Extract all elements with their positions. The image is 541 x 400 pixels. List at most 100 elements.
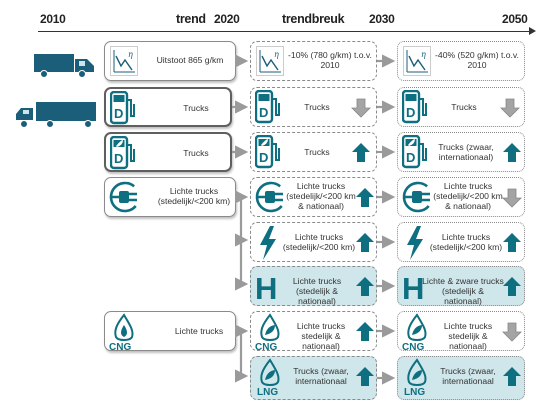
trend-up-arrow-icon	[503, 143, 521, 162]
diesel-pump-icon: D	[110, 91, 135, 125]
hydrogen-box-2030: H Lichte trucks (stedelijk & nationaal)	[250, 266, 377, 306]
biodiesel-box-2050: D Trucks (zwaar, internationaal)	[397, 132, 525, 172]
year-2010: 2010	[40, 12, 66, 26]
trend-down-arrow-icon	[351, 98, 371, 118]
cng-2050-label: Lichte trucks stedelijk & nationaal)	[443, 321, 493, 351]
hydrogen-2050-label: Lichte & zware trucks (stedelijk & natio…	[422, 276, 504, 306]
cng-2010-label: Lichte trucks	[174, 326, 224, 336]
cng-flame-icon: CNG	[109, 313, 134, 351]
small-truck-icon	[34, 54, 94, 78]
cng-leaf-flame-icon: CNG	[402, 313, 427, 351]
emission-chart-icon: η	[256, 46, 284, 76]
electric-2010-label: Lichte trucks (stedelijk/<200 km)	[157, 186, 231, 206]
biodiesel-box-2030: D Trucks	[250, 132, 377, 172]
timeline-arrow	[38, 27, 536, 35]
biodiesel-2010-label: Trucks	[183, 148, 209, 158]
trend-up-arrow-icon	[503, 277, 521, 296]
svg-text:D: D	[259, 105, 268, 120]
diesel-2010-label: Trucks	[183, 103, 209, 113]
svg-text:LNG: LNG	[404, 387, 425, 396]
lng-box-2050: LNG Trucks (zwaar, internationaal	[397, 356, 525, 400]
lng-2030-label: Trucks (zwaar, internationaal	[293, 366, 349, 386]
diesel-box-2030: D Trucks	[250, 87, 377, 127]
svg-text:CNG: CNG	[109, 342, 131, 351]
electric-2030-label: Lichte trucks (stedelijk/<200 km & natio…	[286, 181, 356, 211]
svg-text:η: η	[274, 50, 279, 59]
lightning-icon	[407, 226, 423, 260]
electric-2050-label: Lichte trucks (stedelijk/<200 km & natio…	[433, 181, 503, 211]
trend-up-arrow-icon	[356, 277, 374, 296]
trend-up-arrow-icon	[352, 143, 370, 162]
trend-down-arrow-icon	[500, 98, 520, 118]
electric-box-2030: Lichte trucks (stedelijk/<200 km & natio…	[250, 177, 377, 217]
electric-plug-icon	[255, 181, 287, 213]
electric-plug-icon	[402, 181, 434, 213]
svg-text:D: D	[114, 151, 123, 166]
svg-text:H: H	[255, 271, 277, 304]
biodiesel-2030-label: Trucks	[304, 147, 330, 157]
emission-2030-label: -10% (780 g/km) t.o.v. 2010	[288, 50, 372, 70]
electric-box-2010: Lichte trucks (stedelijk/<200 km)	[104, 177, 236, 217]
trend-up-arrow-icon	[356, 367, 374, 386]
hydrogen-2030-label: Lichte trucks (stedelijk & nationaal)	[292, 276, 342, 306]
diesel-2030-label: Trucks	[304, 102, 330, 112]
lng-2050-label: Trucks (zwaar, internationaal	[440, 366, 496, 386]
svg-text:η: η	[128, 50, 133, 59]
emission-2050-label: -40% (520 g/km) t.o.v. 2010	[435, 50, 519, 70]
trend-up-arrow-icon	[356, 233, 374, 252]
svg-text:LNG: LNG	[257, 387, 278, 396]
emission-2010-label: Uitstoot 865 g/km	[156, 55, 224, 65]
biodiesel-pump-icon: D	[110, 136, 135, 170]
emission-box-2010: η Uitstoot 865 g/km	[104, 41, 236, 81]
biodiesel-pump-icon: D	[402, 135, 427, 169]
battery-box-2030: Lichte trucks (stedelijk/<200 km)	[250, 222, 377, 262]
emission-box-2030: η -10% (780 g/km) t.o.v. 2010	[250, 41, 377, 81]
hydrogen-icon: H	[402, 271, 424, 304]
year-2050: 2050	[502, 12, 528, 26]
svg-text:η: η	[421, 50, 426, 59]
year-2020: 2020	[214, 12, 240, 26]
trend-up-arrow-icon	[503, 233, 521, 252]
cng-box-2030: CNG Lichte trucks stedelijk & nationaal)	[250, 311, 377, 351]
trend-up-arrow-icon	[356, 322, 374, 341]
emission-box-2050: η -40% (520 g/km) t.o.v. 2010	[397, 41, 525, 81]
svg-text:D: D	[406, 150, 415, 165]
cng-2030-label: Lichte trucks stedelijk & nationaal)	[296, 321, 346, 351]
battery-box-2050: Lichte trucks (stedelijk/<200 km)	[397, 222, 525, 262]
diesel-2050-label: Trucks	[451, 102, 477, 112]
battery-2030-label: Lichte trucks (stedelijk/<200 km)	[282, 232, 356, 252]
lng-leaf-flame-icon: LNG	[257, 358, 280, 396]
year-2030: 2030	[369, 12, 395, 26]
large-truck-icon	[16, 102, 96, 128]
svg-text:D: D	[259, 150, 268, 165]
emission-chart-icon: η	[110, 46, 138, 76]
diesel-box-2010: D Trucks	[104, 87, 232, 127]
lng-leaf-flame-icon: LNG	[404, 358, 427, 396]
electric-box-2050: Lichte trucks (stedelijk/<200 km & natio…	[397, 177, 525, 217]
battery-2050-label: Lichte trucks (stedelijk/<200 km)	[429, 232, 503, 252]
hydrogen-box-2050: H Lichte & zware trucks (stedelijk & nat…	[397, 266, 525, 306]
trend-down-arrow-icon	[502, 322, 522, 342]
cng-box-2050: CNG Lichte trucks stedelijk & nationaal)	[397, 311, 525, 351]
hydrogen-icon: H	[255, 271, 277, 304]
diesel-pump-icon: D	[402, 90, 427, 124]
emission-chart-icon: η	[403, 46, 431, 76]
trend-up-arrow-icon	[356, 188, 374, 207]
label-trendbreuk: trendbreuk	[282, 12, 345, 26]
diesel-pump-icon: D	[255, 90, 280, 124]
lng-box-2030: LNG Trucks (zwaar, internationaal	[250, 356, 377, 400]
svg-text:CNG: CNG	[402, 342, 424, 351]
diesel-box-2050: D Trucks	[397, 87, 525, 127]
svg-text:D: D	[406, 105, 415, 120]
svg-text:D: D	[114, 106, 123, 121]
biodiesel-pump-icon: D	[255, 135, 280, 169]
trend-up-arrow-icon	[503, 367, 521, 386]
cng-leaf-flame-icon: CNG	[255, 313, 280, 351]
electric-plug-icon	[109, 181, 141, 213]
svg-text:H: H	[402, 271, 424, 304]
biodiesel-2050-label: Trucks (zwaar, internationaal)	[438, 142, 494, 162]
biodiesel-box-2010: D Trucks	[104, 132, 232, 172]
trend-down-arrow-icon	[502, 188, 522, 208]
label-trend: trend	[176, 12, 206, 26]
